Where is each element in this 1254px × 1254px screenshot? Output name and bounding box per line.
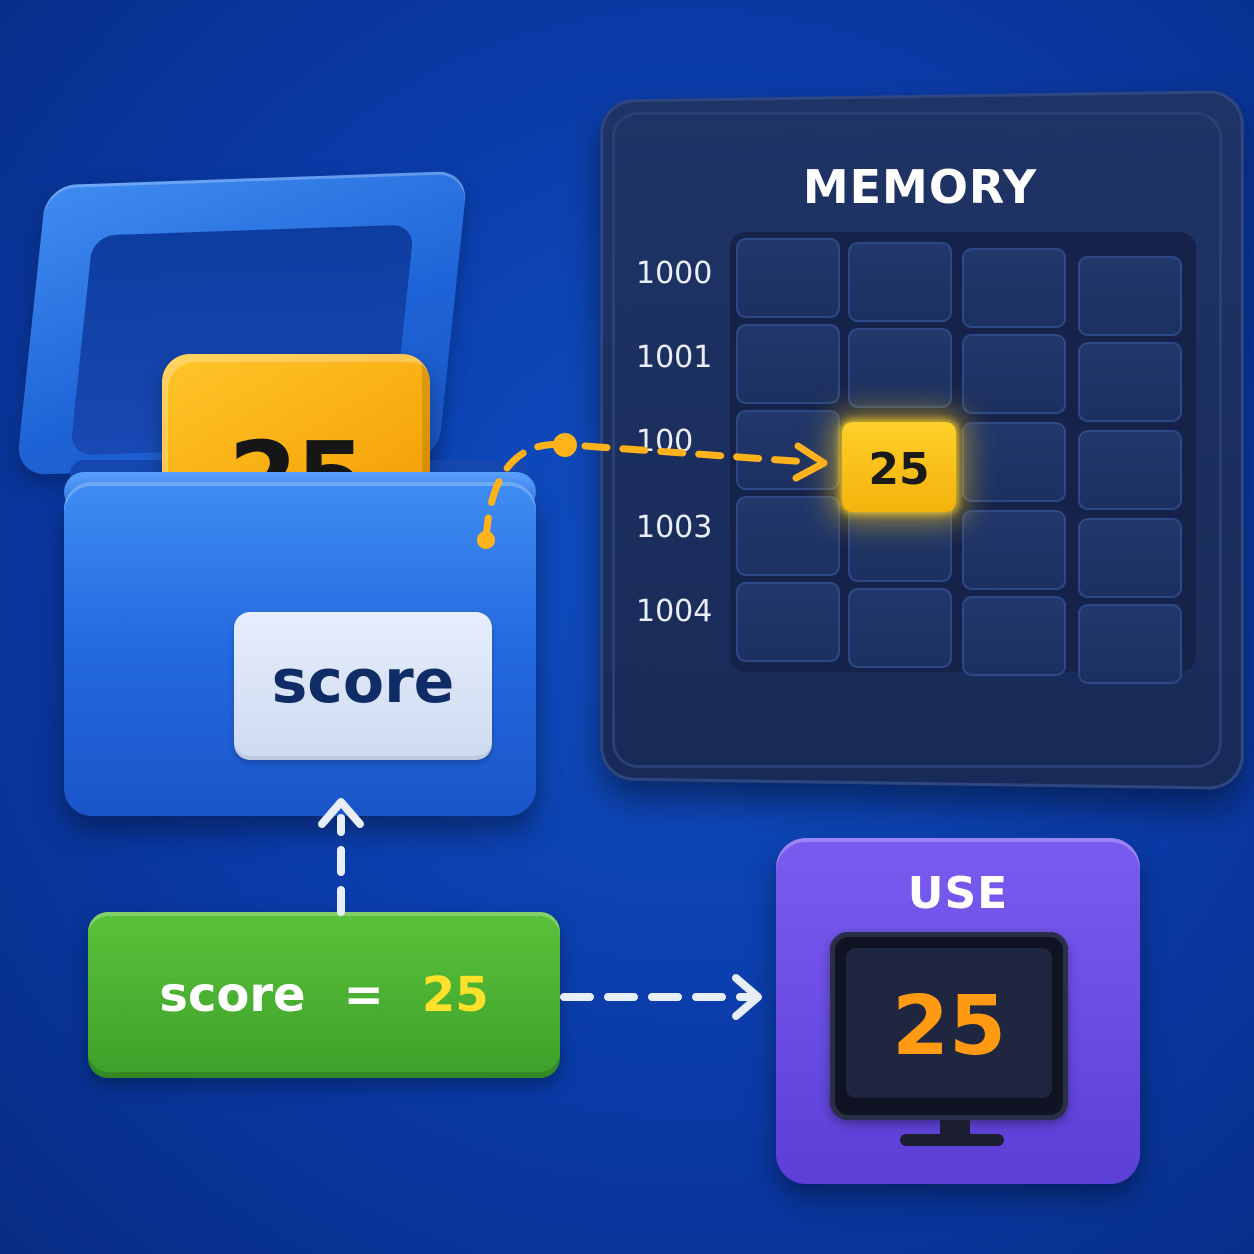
memory-title: MEMORY bbox=[802, 160, 1038, 214]
memory-cell bbox=[962, 248, 1066, 328]
assignment-operator: = bbox=[343, 967, 384, 1023]
assignment-variable: score bbox=[159, 967, 306, 1023]
memory-stored-value-cell: 25 bbox=[842, 422, 956, 512]
memory-cell bbox=[962, 596, 1066, 676]
memory-cell bbox=[962, 422, 1066, 502]
assign-to-use-arrow bbox=[560, 974, 762, 1020]
monitor-stand-base bbox=[900, 1134, 1004, 1146]
memory-cell bbox=[1078, 256, 1182, 336]
memory-stored-value: 25 bbox=[868, 443, 930, 495]
memory-cell bbox=[1078, 518, 1182, 598]
monitor-screen: 25 bbox=[846, 948, 1052, 1098]
memory-cell bbox=[736, 582, 840, 662]
memory-cell bbox=[736, 238, 840, 318]
memory-cell bbox=[736, 496, 840, 576]
variable-name-text: score bbox=[271, 647, 455, 717]
memory-cell bbox=[848, 242, 952, 322]
memory-cell bbox=[736, 410, 840, 490]
memory-cell bbox=[848, 502, 952, 582]
assignment-value: 25 bbox=[421, 967, 489, 1023]
memory-address: 1003 bbox=[636, 510, 713, 545]
memory-cell bbox=[1078, 604, 1182, 684]
memory-address: 1001 bbox=[636, 340, 713, 375]
use-title: USE bbox=[907, 868, 1009, 919]
memory-cell bbox=[848, 588, 952, 668]
memory-cell bbox=[736, 324, 840, 404]
assignment-statement: score = 25 bbox=[88, 912, 560, 1078]
memory-cell bbox=[962, 334, 1066, 414]
memory-cell bbox=[962, 510, 1066, 590]
displayed-value: 25 bbox=[891, 978, 1007, 1074]
memory-address: 1000 bbox=[636, 256, 713, 291]
memory-panel-border bbox=[612, 112, 1222, 768]
variable-name-label: score bbox=[234, 612, 492, 760]
memory-grid bbox=[730, 232, 1196, 684]
memory-cell bbox=[1078, 342, 1182, 422]
memory-cell bbox=[1078, 430, 1182, 510]
assign-to-box-arrow bbox=[318, 798, 364, 916]
monitor-stand-neck bbox=[940, 1120, 970, 1138]
store-arrow bbox=[477, 433, 828, 549]
memory-cell bbox=[848, 328, 952, 408]
memory-address: 1004 bbox=[636, 594, 713, 629]
